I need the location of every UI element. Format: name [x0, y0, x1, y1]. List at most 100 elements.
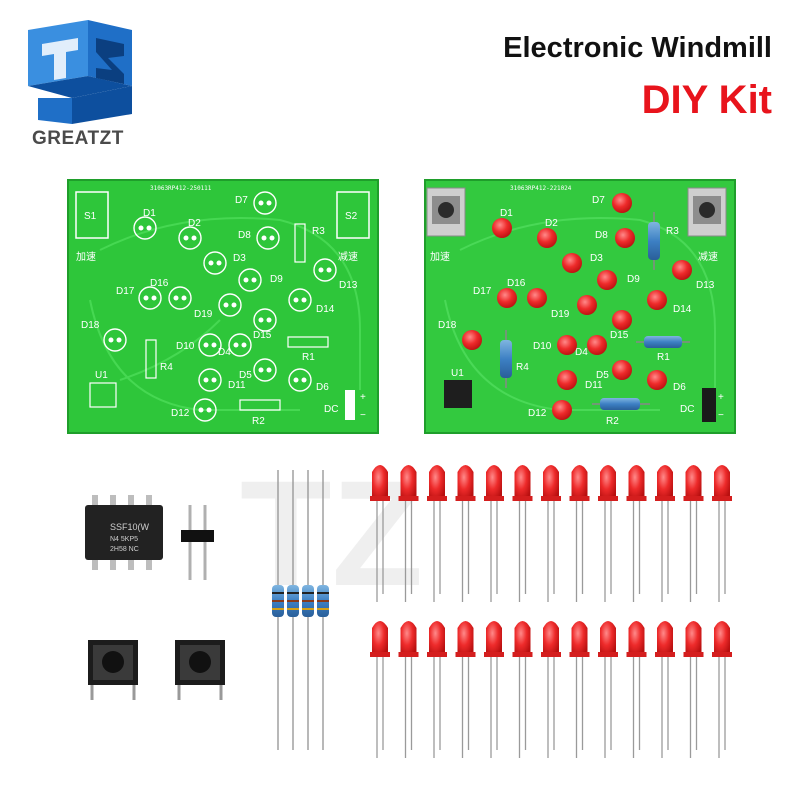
resistor-label: R3	[666, 226, 679, 237]
led-group: D1D2D3D4D5D6D7D8D9D10D11D12D13D14D15D16D…	[438, 193, 715, 420]
resistor-part	[500, 330, 512, 388]
led-label: D3	[590, 253, 603, 264]
led-part	[562, 253, 582, 273]
pcb-board-bare: 31063RP412-250111 S1 S2 加速 减速 D1D2D3D4D5…	[67, 179, 379, 434]
led-label: D8	[595, 230, 608, 241]
led-part	[557, 335, 577, 355]
product-title: Electronic Windmill	[503, 32, 772, 64]
led-part	[370, 465, 390, 602]
led-part	[626, 621, 647, 758]
led-part	[398, 621, 419, 758]
led-part	[598, 465, 618, 602]
push-button-loose	[88, 640, 138, 700]
led-label: D12	[528, 408, 547, 419]
led-part	[455, 465, 476, 602]
led-label: D14	[316, 304, 335, 315]
led-part	[552, 400, 572, 420]
led-label: D10	[533, 341, 552, 352]
speed-up-label: 加速	[76, 251, 96, 263]
led-footprint	[253, 191, 277, 215]
led-footprint	[256, 226, 280, 250]
resistor-part	[648, 212, 660, 270]
led-part	[537, 228, 557, 248]
led-footprint	[203, 251, 227, 275]
led-label: D8	[238, 230, 251, 241]
speed-down-label: 减速	[698, 251, 718, 263]
resistor-group-loose	[272, 470, 329, 750]
speed-down-label: 减速	[338, 251, 358, 263]
chip-marking: 2H58 NC	[110, 546, 139, 553]
led-part	[541, 465, 561, 602]
led-footprint	[288, 288, 312, 312]
led-part	[455, 621, 476, 758]
resistor-label: R2	[606, 416, 619, 427]
led-label: D7	[235, 195, 248, 206]
led-part	[427, 621, 447, 758]
led-label: D2	[188, 218, 201, 229]
speed-up-label: 加速	[430, 251, 450, 263]
led-label: D18	[438, 320, 457, 331]
led-part	[484, 465, 504, 602]
led-label: D14	[673, 304, 692, 315]
dc-label: DC	[324, 404, 338, 415]
led-label: D4	[575, 347, 588, 358]
chip-marking: N4 5KP5	[110, 536, 138, 543]
led-label: D19	[194, 309, 213, 320]
led-label: D15	[253, 330, 272, 341]
pcb-board-assembled: 31063RP412-221024 加速 减速 D1D2D3D4D5D6D7D8…	[424, 179, 736, 434]
led-part	[655, 465, 675, 602]
led-part	[597, 270, 617, 290]
minus-label: −	[718, 410, 724, 421]
switch-label: S1	[84, 211, 97, 222]
led-part	[647, 290, 667, 310]
led-label: D9	[270, 274, 283, 285]
led-part	[587, 335, 607, 355]
led-footprint	[198, 333, 222, 357]
led-label: D6	[673, 382, 686, 393]
led-footprint	[313, 258, 337, 282]
resistor-label: R2	[252, 416, 265, 427]
led-footprint-group: D1D2D3D4D5D6D7D8D9D10D11D12D13D14D15D16D…	[81, 191, 358, 422]
resistor-part	[287, 470, 299, 750]
brand-logo	[28, 20, 132, 124]
led-label: D16	[507, 278, 526, 289]
led-part	[370, 621, 390, 758]
led-footprint	[198, 368, 222, 392]
led-footprint	[178, 226, 202, 250]
led-part	[569, 465, 590, 602]
led-part	[655, 621, 675, 758]
header-pins	[702, 388, 716, 422]
led-part	[598, 621, 618, 758]
led-footprint	[133, 216, 157, 240]
led-part	[577, 295, 597, 315]
ic-label: U1	[95, 370, 108, 381]
led-footprint	[238, 268, 262, 292]
led-label: D19	[551, 309, 570, 320]
led-label: D5	[239, 370, 252, 381]
led-label: D16	[150, 278, 169, 289]
led-part	[492, 218, 512, 238]
push-button-loose	[175, 640, 225, 700]
led-part	[427, 465, 447, 602]
led-part	[557, 370, 577, 390]
led-footprint	[103, 328, 127, 352]
minus-label: −	[360, 410, 366, 421]
led-part	[398, 465, 419, 602]
led-part	[462, 330, 482, 350]
led-part	[612, 360, 632, 380]
led-label: D11	[585, 380, 603, 391]
led-footprint	[218, 293, 242, 317]
led-label: D11	[228, 380, 246, 391]
led-part	[712, 621, 732, 758]
led-part	[497, 288, 517, 308]
resistor-part	[636, 336, 690, 348]
led-label: D9	[627, 274, 640, 285]
led-footprint	[168, 286, 192, 310]
ic-chip-loose: SSF10(W N4 5KP5 2H58 NC	[85, 495, 163, 570]
led-part	[569, 621, 590, 758]
push-button-icon	[438, 202, 454, 218]
led-label: D10	[176, 341, 195, 352]
led-part	[712, 465, 732, 602]
led-part	[484, 621, 504, 758]
